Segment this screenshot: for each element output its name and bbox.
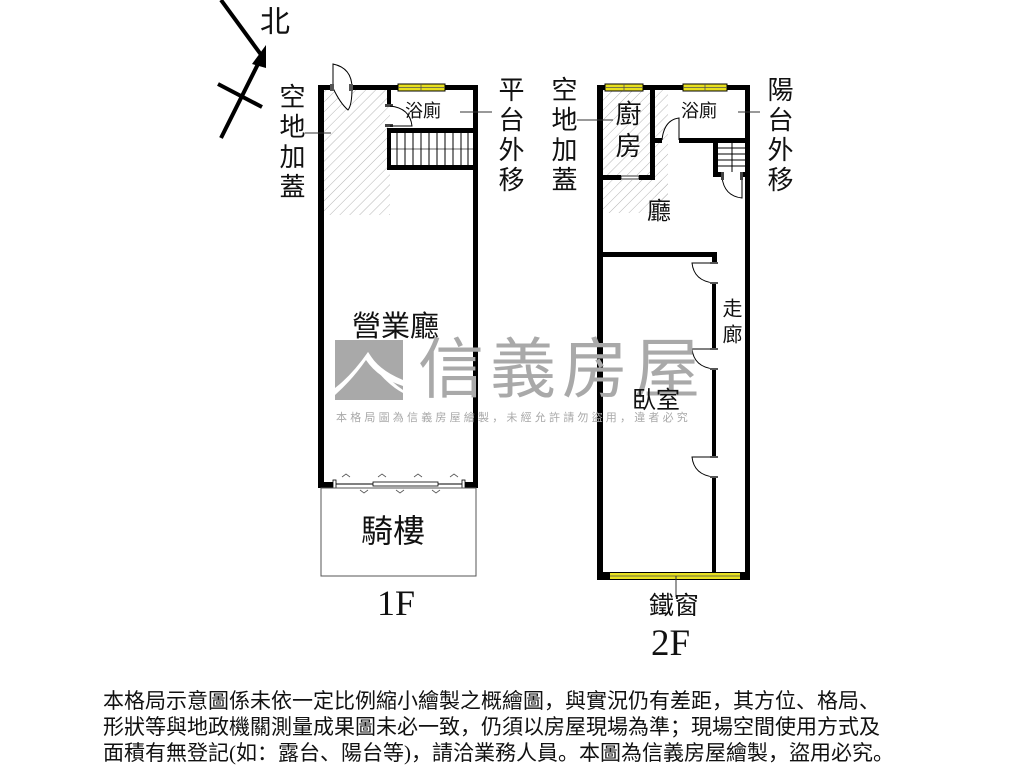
watermark-subtext: 本格局圖為信義房屋繪製，未經允許請勿盜用，違者必究 (336, 412, 691, 424)
room-2f-bedroom: 臥室 (632, 388, 680, 414)
watermark-logo-icon (335, 340, 403, 400)
stairs-icon (387, 128, 478, 170)
floor-label-2f: 2F (651, 623, 691, 664)
annotation-2f-left: 空地加蓋 (548, 76, 577, 196)
floor-label-1f: 1F (377, 583, 416, 623)
annotation-2f-right: 陽台外移 (764, 76, 793, 196)
room-2f-bathroom: 浴廁 (681, 101, 717, 121)
notice-line: 本格局示意圖係未依一定比例縮小繪製之概繪圖，與實況仍有差距，其方位、格局、 (103, 689, 880, 713)
door-icon (389, 105, 413, 127)
window-icon (682, 83, 728, 92)
floor-1f-plan (305, 63, 492, 577)
rolling-shutter-icon (318, 473, 478, 494)
room-2f-hall: 廳 (647, 199, 671, 225)
window-icon (397, 83, 446, 92)
door-icon (691, 262, 715, 284)
window-icon (604, 83, 644, 92)
north-arrow-icon (217, 0, 266, 139)
annotation-1f-right: 平台外移 (495, 76, 524, 196)
door-icon (330, 63, 353, 111)
door-icon (721, 172, 743, 199)
notice-line: 形狀等與地政機關測量成果圖未必一致，仍須以房屋現場為準；現場空間使用方式及 (103, 715, 880, 739)
stairs-icon (713, 143, 750, 177)
annotation-1f-left: 空地加蓋 (276, 83, 305, 203)
room-1f-business-hall: 營業廳 (352, 311, 440, 343)
notice-line: 面積有無登記(如：露台、陽台等)，請洽業務人員。本圖為信義房屋繪製，盜用必究。 (103, 741, 894, 765)
watermark-brand: 信義房屋 (418, 332, 706, 406)
compass-label: 北 (260, 6, 290, 39)
iron-window-icon (610, 573, 740, 579)
room-2f-kitchen: 廚房 (612, 100, 641, 164)
floor-2f-plan (577, 83, 760, 597)
room-1f-bathroom: 浴廁 (405, 101, 441, 121)
annotation-2f-bottom: 鐵窗 (649, 593, 700, 620)
disclaimer-notice: 本格局示意圖係未依一定比例縮小繪製之概繪圖，與實況仍有差距，其方位、格局、 形狀… (103, 688, 933, 766)
door-icon (661, 117, 680, 141)
room-1f-arcade: 騎樓 (361, 513, 426, 549)
room-2f-corridor: 走廊 (719, 298, 741, 350)
door-icon (691, 456, 715, 478)
